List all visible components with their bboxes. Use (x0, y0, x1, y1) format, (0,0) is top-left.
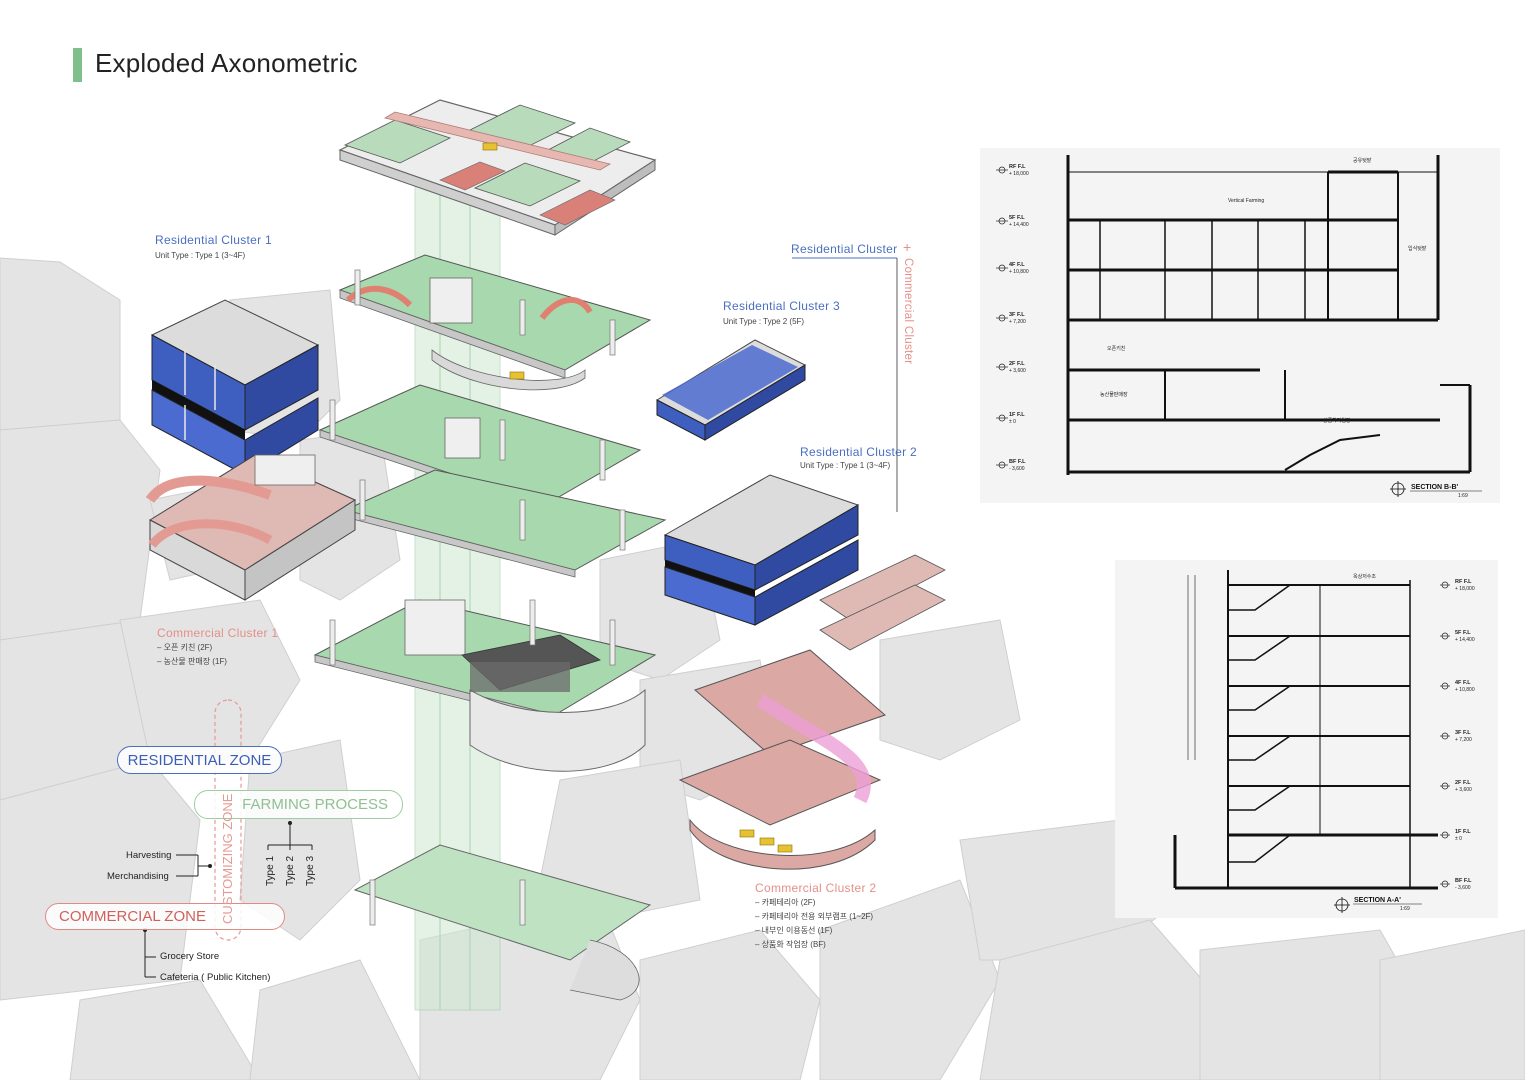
level-value: + 14,400 (1009, 222, 1029, 228)
type-1-label: Type 1 (265, 855, 276, 886)
farming-process-pill: FARMING PROCESS (194, 790, 403, 819)
type-2-label: Type 2 (285, 855, 296, 886)
bb-label-produce-shop: 농산물판매장 (1100, 391, 1128, 398)
level-value: + 18,000 (1455, 586, 1475, 592)
level-name: 2F F.L (1455, 780, 1471, 786)
customizing-zone-label: CUSTOMIZING ZONE (220, 793, 235, 924)
res1-subtitle: Unit Type : Type 1 (3~4F) (155, 251, 246, 260)
level-value: + 10,800 (1455, 687, 1475, 693)
level-name: BF F.L (1455, 878, 1472, 884)
level-name: 3F F.L (1009, 312, 1025, 318)
level-value: + 7,200 (1455, 737, 1472, 743)
res-plus-sign: + (903, 239, 912, 255)
process-node (208, 864, 212, 868)
floor-plate-3f (343, 469, 667, 578)
bb-label-resident-field: 입식텃밭 (1408, 245, 1427, 252)
roof-plate (338, 99, 657, 236)
floor-plate-5f (338, 254, 652, 391)
level-value: + 7,200 (1009, 319, 1026, 325)
com1-item-2: – 농산물 판매장 (1F) (157, 657, 227, 666)
grocery-store-label: Grocery Store (160, 951, 220, 962)
level-name: 4F F.L (1455, 680, 1471, 686)
res2-title: Residential Cluster 2 (800, 445, 918, 459)
section-aa-scale: 1:69 (1400, 906, 1410, 912)
level-name: 3F F.L (1455, 730, 1471, 736)
page-title: Exploded Axonometric (95, 48, 358, 78)
com2-item-3: – 내부인 이용동선 (1F) (755, 926, 833, 935)
type-3-label: Type 3 (305, 855, 316, 886)
level-name: BF F.L (1009, 459, 1026, 465)
title-accent-bar (73, 48, 82, 82)
harvesting-label: Harvesting (126, 850, 172, 861)
level-name: 4F F.L (1009, 262, 1025, 268)
customizing-zone-outline (214, 699, 242, 941)
structural-columns (329, 269, 626, 926)
section-bb-scale: 1:69 (1458, 493, 1468, 499)
floor-plate-2f (313, 599, 657, 772)
level-name: 1F F.L (1009, 412, 1025, 418)
merchandising-label: Merchandising (107, 871, 169, 882)
residential-zone-pill: RESIDENTIAL ZONE (117, 746, 282, 774)
res-plus-vertical-label: Commercial Cluster (902, 258, 914, 365)
level-value: - 3,600 (1009, 466, 1025, 472)
commercial-cluster-2-model (678, 649, 886, 870)
commercial-zone-pill: COMMERCIAL ZONE (45, 903, 285, 930)
res-plus-title: Residential Cluster (791, 242, 898, 256)
aa-label-rooftop: 옥상저수조 (1353, 573, 1376, 580)
bb-label-vertical-farming: Vertical Farming (1228, 198, 1264, 204)
cafeteria-label: Cafeteria ( Public Kitchen) (160, 972, 271, 983)
section-aa-level-labels: RF F.L+ 18,000 5F F.L+ 14,400 4F F.L+ 10,8… (1455, 579, 1475, 891)
bb-label-workshop: 상품화작업장 (1323, 417, 1351, 424)
level-name: RF F.L (1009, 164, 1026, 170)
level-value: + 3,600 (1009, 368, 1026, 374)
level-value: + 3,600 (1455, 787, 1472, 793)
residential-cluster-2-model (663, 474, 946, 651)
com1-item-1: – 오픈 키친 (2F) (157, 643, 213, 652)
res3-subtitle: Unit Type : Type 2 (5F) (723, 317, 805, 326)
zone-diagram-lines (144, 823, 313, 978)
level-value: - 3,600 (1455, 885, 1471, 891)
section-aa-level-markers (1440, 581, 1450, 888)
section-bb-title: SECTION B-B' (1411, 484, 1459, 491)
level-name: 5F F.L (1455, 630, 1471, 636)
com2-item-2: – 카페테리아 전용 외부램프 (1~2F) (755, 912, 874, 921)
section-aa-title: SECTION A-A' (1354, 897, 1401, 904)
com1-title: Commercial Cluster 1 (157, 626, 279, 640)
section-bb-drawing: Vertical Farming 공유텃밭 입식텃밭 오픈키친 농산물판매장 상… (980, 148, 1500, 503)
level-name: 1F F.L (1455, 829, 1471, 835)
res3-title: Residential Cluster 3 (723, 299, 841, 313)
level-value: + 10,800 (1009, 269, 1029, 275)
com2-title: Commercial Cluster 2 (755, 881, 877, 895)
bb-label-open-kitchen: 오픈키친 (1107, 345, 1126, 352)
commercial-cluster-1-model (145, 454, 357, 601)
res1-title: Residential Cluster 1 (155, 233, 273, 247)
section-aa-drawing: 옥상저수조 SECTION A-A' 1:69 (1115, 560, 1498, 918)
level-name: 5F F.L (1009, 215, 1025, 221)
floor-plate-bf (353, 844, 652, 1001)
bb-label-shared-field: 공유텃밭 (1353, 157, 1372, 164)
section-bb-level-labels: RF F.L+ 18,000 5F F.L+ 14,400 4F F.L+ 10,8… (1009, 164, 1029, 472)
section-bb-level-markers (996, 166, 1008, 469)
residential-cluster-3-model (655, 339, 807, 441)
type-node (288, 821, 292, 825)
com2-item-4: – 상품화 작업장 (BF) (755, 940, 826, 949)
level-value: ± 0 (1009, 419, 1016, 425)
level-name: 2F F.L (1009, 361, 1025, 367)
res2-subtitle: Unit Type : Type 1 (3~4F) (800, 461, 891, 470)
level-name: RF F.L (1455, 579, 1472, 585)
level-value: + 18,000 (1009, 171, 1029, 177)
level-value: ± 0 (1455, 836, 1462, 842)
residential-cluster-1-model (150, 299, 320, 476)
com2-item-1: – 카페테리아 (2F) (755, 898, 816, 907)
level-value: + 14,400 (1455, 637, 1475, 643)
